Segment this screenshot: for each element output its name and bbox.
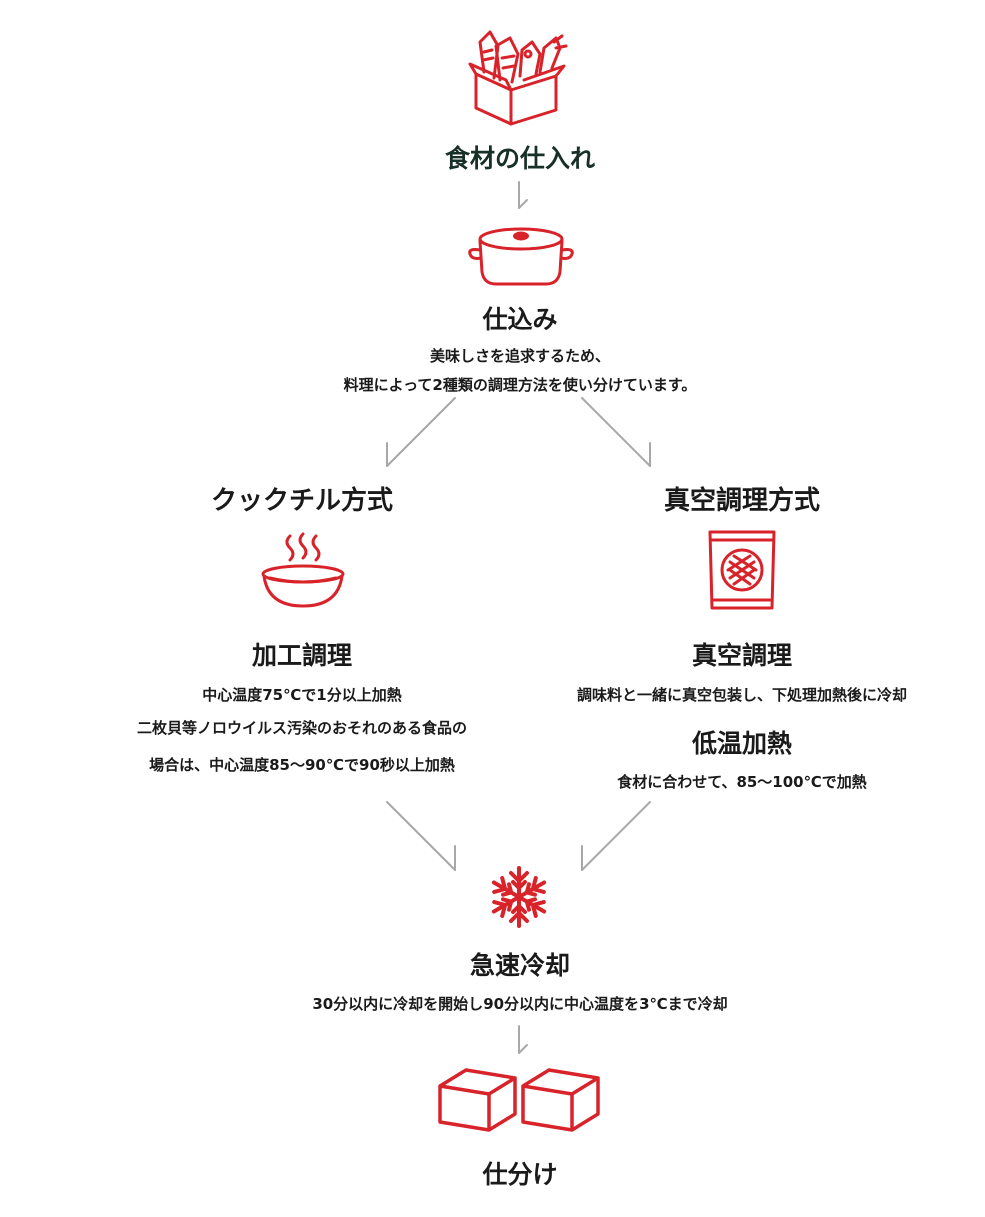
vacuum-pack-icon — [708, 530, 776, 610]
step-desc-rapid-cooling: 30分以内に冷却を開始し90分以内に中心温度を3℃まで冷却 — [312, 995, 728, 1013]
arrow-sourcing-to-prep — [518, 181, 528, 209]
step-desc-prep-line1: 美味しさを追求するため、 — [429, 347, 610, 365]
two-boxes-icon — [438, 1068, 600, 1132]
method-title-vacuum: 真空調理方式 — [663, 486, 820, 516]
arrow-prep-to-vacuum — [581, 397, 651, 467]
step-title-vacuum-cooking: 真空調理 — [691, 641, 792, 670]
snowflake-icon — [487, 866, 551, 928]
step-desc-prep-line2: 料理によって2種類の調理方法を使い分けています。 — [343, 376, 697, 394]
step-desc-processing-line3: 場合は、中心温度85～90℃で90秒以上加熱 — [149, 756, 455, 774]
step-desc-processing-line1: 中心温度75℃で1分以上加熱 — [202, 686, 402, 704]
step-desc-processing-line2: 二枚貝等ノロウイルス汚染のおそれのある食品の — [136, 719, 467, 737]
step-title-portioning: 仕分け — [482, 1160, 558, 1189]
arrow-cooling-to-portion — [518, 1025, 528, 1054]
step-title-low-temp-heating: 低温加熱 — [691, 729, 792, 758]
arrow-cook-chill-to-cooling — [386, 801, 456, 871]
step-title-processing: 加工調理 — [251, 641, 352, 670]
box-of-ingredients-icon — [468, 30, 568, 126]
pot-icon — [468, 227, 574, 286]
step-desc-low-temp-heating: 食材に合わせて、85～100℃で加熱 — [617, 773, 867, 791]
steaming-bowl-icon — [261, 532, 345, 608]
step-title-sourcing: 食材の仕入れ — [444, 144, 595, 173]
method-title-cook-chill: クックチル方式 — [210, 486, 393, 516]
step-desc-vacuum-cooking: 調味料と一緒に真空包装し、下処理加熱後に冷却 — [576, 686, 907, 704]
step-title-rapid-cooling: 急速冷却 — [469, 951, 570, 980]
arrow-prep-to-cook-chill — [386, 397, 456, 467]
arrow-vacuum-to-cooling — [581, 801, 651, 871]
step-title-prep: 仕込み — [482, 305, 558, 334]
